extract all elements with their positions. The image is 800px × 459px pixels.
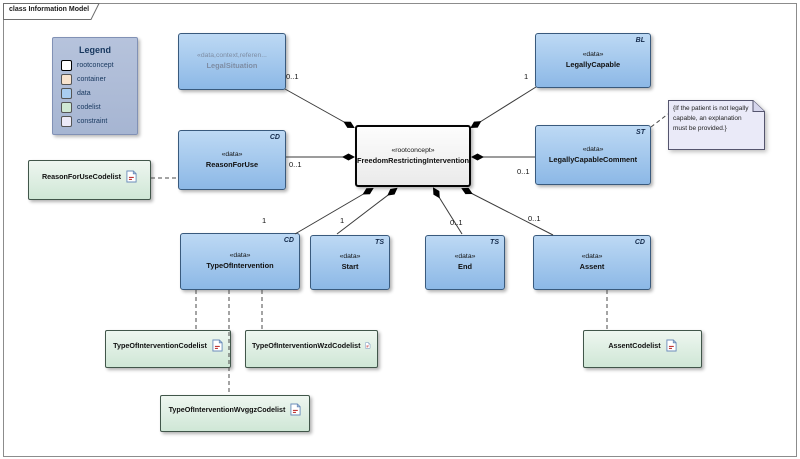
class-start[interactable]: TS «data» Start (310, 235, 390, 290)
class-name: LegallyCapable (565, 60, 621, 70)
type-tag: CD (269, 134, 280, 141)
type-tag: BL (635, 37, 645, 44)
codelist-name: ReasonForUseCodelist (41, 171, 122, 181)
class-name: LegalSituation (206, 61, 258, 71)
stereotype: «data» (582, 145, 604, 153)
diagram-title: class Information Model (9, 6, 90, 13)
legend-label: codelist (77, 104, 101, 111)
type-tag: ST (636, 129, 645, 136)
stereotype: «data» (221, 150, 243, 158)
class-legallycapablecomment[interactable]: ST «data» LegallyCapableComment (535, 125, 651, 185)
type-tag: CD (283, 237, 294, 244)
class-freedomrestrictingintervention[interactable]: «rootconcept» FreedomRestrictingInterven… (355, 125, 471, 187)
type-tag: CD (634, 239, 645, 246)
class-assent[interactable]: CD «data» Assent (533, 235, 651, 290)
class-name: LegallyCapableComment (548, 154, 638, 164)
legend-item-codelist: codelist (61, 102, 137, 113)
legend-item-data: data (61, 88, 137, 99)
codelist-name: TypeOfInterventionWvggzCodelist (168, 405, 286, 414)
constraint-swatch (61, 116, 72, 127)
stereotype: «data» (339, 253, 361, 261)
diagram-tab-shape (3, 3, 100, 20)
class-end[interactable]: TS «data» End (425, 235, 505, 290)
codelist-swatch (61, 102, 72, 113)
multiplicity-legallycapable: 1 (524, 72, 529, 81)
codelist-name: TypeOfInterventionCodelist (113, 340, 207, 350)
legend-label: data (77, 90, 91, 97)
stereotype: «data» (582, 51, 604, 59)
class-reasonforuse[interactable]: CD «data» ReasonForUse (178, 130, 286, 190)
codelist-typeofinterventionwvggz[interactable]: TypeOfInterventionWvggzCodelist (160, 395, 310, 432)
codelist-typeofintervention[interactable]: TypeOfInterventionCodelist (105, 330, 231, 368)
multiplicity-legallycapablecomment: 0..1 (517, 167, 530, 176)
document-icon (666, 339, 677, 351)
codelist-typeofinterventionwzd[interactable]: TypeOfInterventionWzdCodelist (245, 330, 378, 368)
multiplicity-end: 0..1 (450, 218, 463, 227)
codelist-reasonforuse[interactable]: ReasonForUseCodelist (28, 160, 151, 200)
codelist-name: TypeOfInterventionWzdCodelist (252, 340, 361, 350)
rootconcept-swatch (61, 60, 72, 71)
class-typeofintervention[interactable]: CD «data» TypeOfIntervention (180, 233, 300, 290)
stereotype: «data» (581, 253, 603, 261)
type-tag: TS (490, 239, 499, 246)
class-name: Assent (579, 262, 605, 272)
class-name: TypeOfIntervention (206, 261, 274, 271)
stereotype: «data,context,referen... (197, 52, 267, 60)
document-icon (290, 403, 301, 416)
legend-item-container: container (61, 74, 137, 85)
codelist-name: AssentCodelist (608, 340, 661, 350)
note-shape (668, 100, 765, 150)
codelist-assent[interactable]: AssentCodelist (583, 330, 702, 368)
note-text: {If the patient is not legally capable, … (673, 105, 749, 133)
class-legallycapable[interactable]: BL «data» LegallyCapable (535, 33, 651, 88)
class-name: ReasonForUse (205, 159, 259, 169)
class-name: FreedomRestrictingIntervention (356, 155, 470, 165)
multiplicity-reasonforuse: 0..1 (289, 160, 302, 169)
type-tag: TS (375, 239, 384, 246)
class-name: Start (341, 262, 359, 272)
document-icon (212, 339, 223, 351)
legend-item-constraint: constraint (61, 116, 137, 127)
multiplicity-typeofintervention: 1 (262, 216, 267, 225)
constraint-note[interactable]: {If the patient is not legally capable, … (668, 100, 765, 150)
legend-item-rootconcept: rootconcept (61, 60, 137, 71)
multiplicity-start: 1 (340, 216, 345, 225)
class-name: End (458, 262, 472, 272)
stereotype: «data» (229, 252, 251, 260)
multiplicity-assent: 0..1 (528, 214, 541, 223)
legend-label: rootconcept (77, 62, 114, 69)
data-swatch (61, 88, 72, 99)
container-swatch (61, 74, 72, 85)
legend: Legend rootconcept container data codeli… (52, 37, 138, 135)
legend-label: container (77, 76, 106, 83)
diagram-frame (3, 3, 797, 457)
document-icon (126, 170, 137, 182)
class-legalsituation[interactable]: «data,context,referen... LegalSituation (178, 33, 286, 90)
legend-label: constraint (77, 118, 108, 125)
document-icon (365, 342, 371, 348)
stereotype: «data» (454, 253, 476, 261)
multiplicity-legalsituation: 0..1 (286, 72, 299, 81)
legend-title: Legend (78, 45, 111, 55)
stereotype: «rootconcept» (391, 146, 435, 154)
